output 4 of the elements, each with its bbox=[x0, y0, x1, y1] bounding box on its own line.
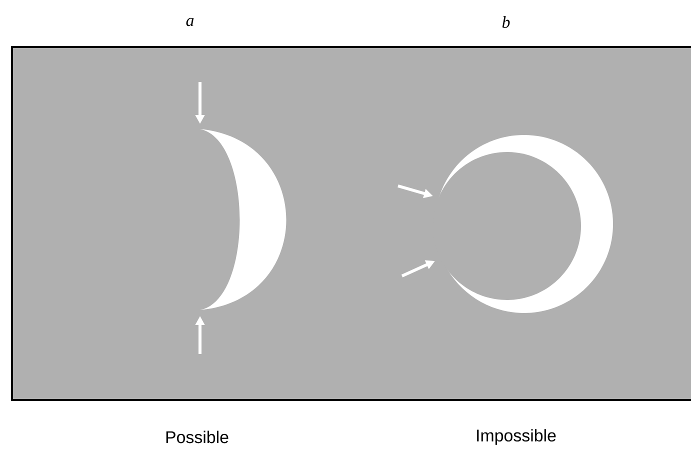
caption-text: Impossible bbox=[477, 429, 556, 445]
panel-letter: a bbox=[186, 18, 194, 26]
panel-letter: b bbox=[502, 16, 510, 28]
caption-text: Possible bbox=[166, 430, 228, 444]
